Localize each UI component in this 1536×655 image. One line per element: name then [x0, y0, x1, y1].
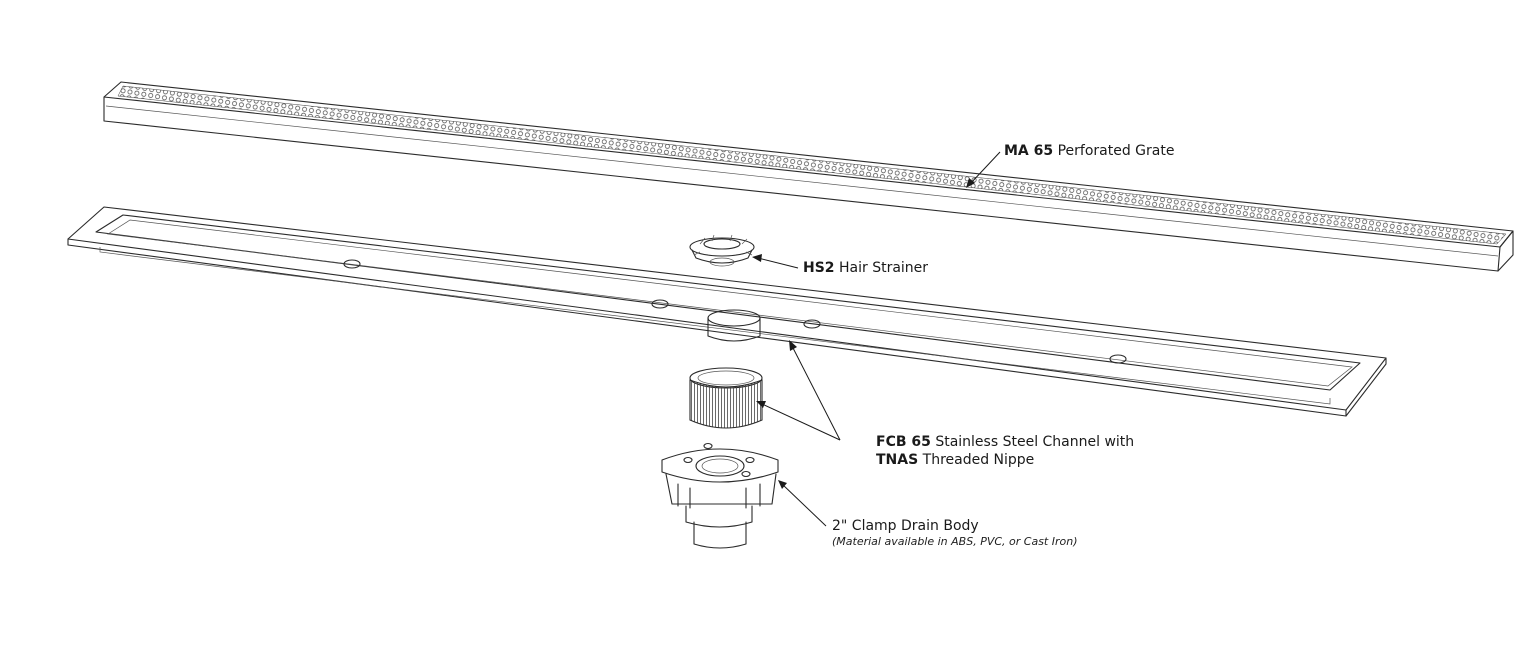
- grate-label: MA 65 Perforated Grate: [1004, 142, 1174, 160]
- threaded-nipple-drawing: [689, 367, 763, 429]
- perforated-grate-drawing: [103, 81, 1514, 272]
- channel-drawing: [67, 206, 1387, 417]
- leader-lines: [752, 151, 1001, 527]
- strainer-label: HS2 Hair Strainer: [803, 259, 928, 277]
- nipple-label: TNAS Threaded Nippe: [876, 451, 1034, 469]
- grate-text: Perforated Grate: [1057, 143, 1175, 159]
- drain-body-label: 2" Clamp Drain Body: [832, 517, 979, 535]
- drain-body-title: 2" Clamp Drain Body: [832, 518, 979, 534]
- strainer-code: HS2: [803, 260, 835, 276]
- nipple-code: TNAS: [876, 452, 919, 468]
- channel-code: FCB 65: [876, 434, 931, 450]
- nipple-text: Threaded Nippe: [922, 452, 1035, 468]
- hair-strainer-drawing: [689, 234, 755, 267]
- strainer-text: Hair Strainer: [839, 260, 929, 276]
- grate-code: MA 65: [1004, 143, 1054, 159]
- drain-body-note: (Material available in ABS, PVC, or Cast…: [832, 535, 1078, 548]
- drain-body-drawing: [661, 442, 779, 549]
- channel-text: Stainless Steel Channel with: [935, 434, 1135, 450]
- channel-label: FCB 65 Stainless Steel Channel with: [876, 433, 1134, 451]
